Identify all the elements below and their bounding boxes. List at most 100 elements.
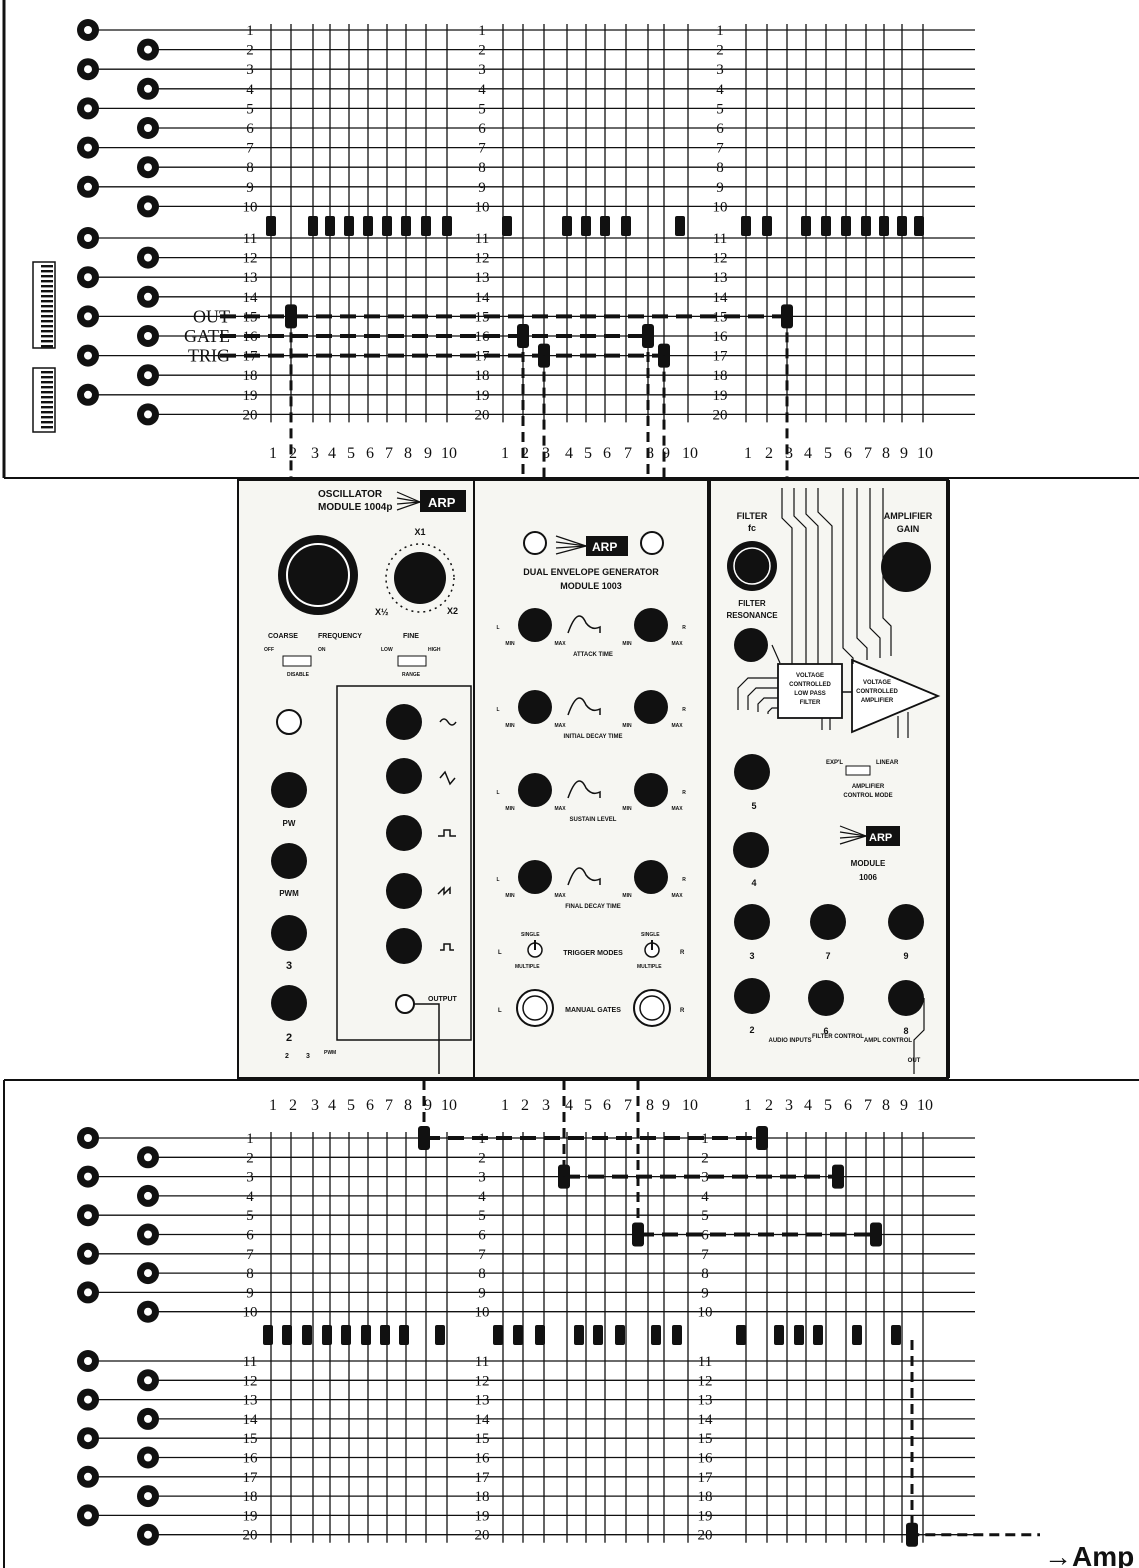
bottom-pin[interactable]	[794, 1325, 804, 1345]
bottom-row-label: 17	[698, 1470, 714, 1486]
pulse-level-knob[interactable]	[386, 815, 422, 851]
patch-pin[interactable]	[632, 1222, 644, 1247]
patch-pin[interactable]	[870, 1222, 882, 1247]
patch-pin[interactable]	[906, 1522, 918, 1547]
top-pin[interactable]	[897, 216, 907, 236]
arp-logo-icon: ARP	[555, 535, 628, 556]
bottom-col-label: 1	[269, 1097, 277, 1114]
bottom-pin[interactable]	[593, 1325, 603, 1345]
top-pin[interactable]	[841, 216, 851, 236]
top-pin[interactable]	[879, 216, 889, 236]
env-left-knob-2[interactable]	[518, 690, 552, 724]
top-pin[interactable]	[382, 216, 392, 236]
keyboard-key	[41, 270, 53, 273]
top-pin[interactable]	[562, 216, 572, 236]
top-pin[interactable]	[600, 216, 610, 236]
top-pin[interactable]	[741, 216, 751, 236]
range-switch[interactable]	[397, 655, 427, 667]
filter-input-5[interactable]	[734, 754, 770, 790]
bottom-pin[interactable]	[672, 1325, 682, 1345]
patch-pin[interactable]	[756, 1126, 768, 1150]
bottom-col-label: 2	[289, 1097, 297, 1114]
amp-output-label: →Amp	[1044, 1541, 1134, 1568]
input3-knob[interactable]	[271, 915, 307, 951]
sawtooth-level-knob[interactable]	[386, 873, 422, 909]
env-left-knob-3[interactable]	[518, 773, 552, 807]
bottom-pin[interactable]	[302, 1325, 312, 1345]
pwm-knob[interactable]	[271, 843, 307, 879]
bottom-pin[interactable]	[341, 1325, 351, 1345]
env-right-knob-2[interactable]	[634, 690, 668, 724]
filter-input-4[interactable]	[733, 832, 769, 868]
disable-switch[interactable]	[282, 655, 312, 667]
bottom-pin[interactable]	[399, 1325, 409, 1345]
bottom-pin[interactable]	[263, 1325, 273, 1345]
top-pin[interactable]	[325, 216, 335, 236]
amp-input-8[interactable]	[888, 980, 924, 1016]
sine-level-knob[interactable]	[386, 704, 422, 740]
top-pin[interactable]	[308, 216, 318, 236]
bottom-pin[interactable]	[513, 1325, 523, 1345]
bottom-pin[interactable]	[651, 1325, 661, 1345]
env-right-knob-1[interactable]	[634, 608, 668, 642]
output-jack[interactable]	[395, 994, 415, 1014]
top-pin[interactable]	[502, 216, 512, 236]
bottom-pin[interactable]	[891, 1325, 901, 1345]
top-pin[interactable]	[861, 216, 871, 236]
filter-resonance-knob[interactable]	[734, 628, 768, 662]
top-pin[interactable]	[401, 216, 411, 236]
env-right-knob-3[interactable]	[634, 773, 668, 807]
triangle-level-knob[interactable]	[386, 758, 422, 794]
filter-input-3[interactable]	[734, 904, 770, 940]
bottom-pin[interactable]	[282, 1325, 292, 1345]
bottom-pin[interactable]	[615, 1325, 625, 1345]
amplifier-gain-knob[interactable]	[881, 542, 931, 592]
filter-input-7[interactable]	[810, 904, 846, 940]
bottom-row-label: 9	[478, 1285, 486, 1301]
top-pin[interactable]	[442, 216, 452, 236]
trigger-toggle-left[interactable]	[527, 940, 543, 958]
bottom-pin[interactable]	[852, 1325, 862, 1345]
bottom-pin[interactable]	[574, 1325, 584, 1345]
env-small-label: MAX	[671, 806, 683, 812]
top-pin[interactable]	[821, 216, 831, 236]
envelope-module: ARP DUAL ENVELOPE GENERATOR MODULE 1003 …	[496, 531, 686, 1027]
amp-input-9[interactable]	[888, 904, 924, 940]
bottom-pin[interactable]	[322, 1325, 332, 1345]
bottom-pin[interactable]	[361, 1325, 371, 1345]
bottom-pin[interactable]	[813, 1325, 823, 1345]
patch-pin[interactable]	[832, 1164, 844, 1189]
env-right-knob-4[interactable]	[634, 860, 668, 894]
top-pin[interactable]	[675, 216, 685, 236]
filter-input-6[interactable]	[808, 980, 844, 1016]
bottom-pin[interactable]	[435, 1325, 445, 1345]
bottom-jack-hole	[144, 1530, 152, 1539]
fine-frequency-knob[interactable]	[394, 552, 446, 604]
top-pin[interactable]	[266, 216, 276, 236]
keyboard-output-label: GATE	[184, 326, 230, 346]
filter-input-2[interactable]	[734, 978, 770, 1014]
bottom-pin[interactable]	[774, 1325, 784, 1345]
env-left-knob-1[interactable]	[518, 608, 552, 642]
top-row-label: 2	[478, 43, 486, 59]
top-pin[interactable]	[421, 216, 431, 236]
bottom-pin[interactable]	[736, 1325, 746, 1345]
coarse-frequency-knob[interactable]	[278, 535, 358, 615]
bottom-pin[interactable]	[380, 1325, 390, 1345]
top-pin[interactable]	[363, 216, 373, 236]
env-left-knob-4[interactable]	[518, 860, 552, 894]
top-pin[interactable]	[762, 216, 772, 236]
top-pin[interactable]	[914, 216, 924, 236]
top-pin[interactable]	[621, 216, 631, 236]
top-pin[interactable]	[344, 216, 354, 236]
pw-knob[interactable]	[271, 772, 307, 808]
square-level-knob[interactable]	[386, 928, 422, 964]
bottom-pin[interactable]	[493, 1325, 503, 1345]
top-pin[interactable]	[801, 216, 811, 236]
input3-label: 3	[286, 960, 292, 972]
trigger-toggle-right[interactable]	[644, 940, 660, 958]
input2-knob[interactable]	[271, 985, 307, 1021]
top-pin[interactable]	[581, 216, 591, 236]
amp-mode-switch[interactable]	[845, 765, 871, 776]
bottom-pin[interactable]	[535, 1325, 545, 1345]
